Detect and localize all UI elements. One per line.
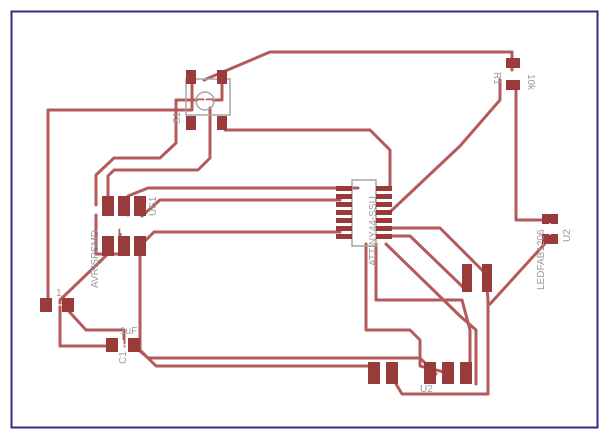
trace-led-to-cap [488, 236, 552, 306]
origin-mark [357, 206, 371, 220]
switch-pad [217, 70, 227, 84]
u1-pin [376, 186, 392, 191]
u1-pin [336, 234, 352, 239]
trace-u1-to-cap [384, 226, 488, 276]
isp-ref-label: US1 [148, 196, 159, 216]
header-pad [442, 362, 454, 384]
trace-j1-down [94, 213, 130, 256]
led: LEDFAB1206 U2 [536, 214, 573, 290]
isp-pad [118, 196, 130, 216]
board-outline [10, 10, 599, 429]
trace-u1-to-r-top [388, 78, 502, 214]
isp-part-label: AVRISPSMD [90, 230, 101, 288]
resistor-pad [462, 264, 472, 292]
switch-pad [217, 116, 227, 130]
capacitor-value: 1uF [120, 326, 137, 337]
trace-u1-to-u4-right [374, 242, 472, 376]
resistor-pad [62, 298, 74, 312]
header-bottom: U2 [368, 362, 472, 395]
header-pad [460, 362, 472, 384]
resistor-top-right: R1 10k [491, 58, 536, 91]
u1-part-label: ATTINY44-SSU [368, 196, 379, 266]
led-pad [542, 214, 558, 224]
trace-switch-to-u1 [223, 128, 392, 190]
origin-mark [118, 340, 128, 350]
u1-pin [376, 218, 392, 223]
microcontroller-u1: ATTINY44-SSU [336, 179, 392, 266]
header-pad [368, 362, 380, 384]
header-label: U2 [420, 384, 433, 395]
isp-pad [134, 236, 146, 256]
capacitor-label: C1 [118, 351, 129, 364]
switch-pad [186, 70, 196, 84]
resistor-pad [506, 58, 520, 68]
trace-r-to-led [514, 80, 550, 222]
u1-pin [376, 226, 392, 231]
resistor-pad [506, 80, 520, 90]
capacitor-pad [106, 338, 118, 352]
u1-pin [376, 194, 392, 199]
trace-u1-to-u4-far [384, 242, 478, 386]
trace-j1-to-r1 [46, 76, 194, 302]
trace-bottom-link [138, 348, 374, 376]
led-part-label: LEDFAB1206 [536, 229, 547, 290]
switch-pad [186, 116, 196, 130]
resistor-label: R1 [491, 72, 502, 85]
u1-pin [376, 202, 392, 207]
isp-pad [134, 196, 146, 216]
isp-pad [102, 196, 114, 216]
origin-mark [52, 300, 62, 310]
u1-pin [336, 210, 352, 215]
u1-pin [336, 218, 352, 223]
u1-pin [376, 234, 392, 239]
u1-pin [336, 194, 352, 199]
u1-pin [336, 202, 352, 207]
origin-mark [114, 219, 128, 233]
resistor-left-label: 1 [56, 288, 62, 299]
trace-switch-to-r1 [202, 50, 514, 82]
isp-pad [118, 236, 130, 256]
trace-u1-cap-low [384, 234, 468, 292]
origin-mark [406, 367, 420, 381]
capacitor-c1: 1uF C1 [106, 326, 140, 364]
trace-j1-to-u1-bottom [140, 230, 342, 246]
trace-r1-down [62, 304, 126, 348]
resistor-right [462, 264, 492, 292]
resistor-pad [482, 264, 492, 292]
u1-pin [376, 210, 392, 215]
header-pad [424, 362, 436, 384]
trace-switch-left [94, 76, 224, 207]
isp-pad [102, 236, 114, 256]
origin-mark [544, 223, 556, 235]
switch-body [185, 78, 231, 116]
capacitor-pad [128, 338, 140, 352]
traces [46, 50, 552, 396]
trace-r1-to-c1 [58, 248, 114, 348]
led-ref-label: U2 [562, 229, 573, 242]
switch-s1: S1 [172, 70, 231, 130]
switch-label: S1 [172, 111, 183, 124]
trace-switch-down [106, 106, 212, 207]
u1-pin [336, 186, 352, 191]
resistor-pad [40, 298, 52, 312]
origin-mark [198, 94, 212, 108]
isp-header-j1: AVRISPSMD US1 [90, 196, 159, 288]
resistor-left: 1 [40, 288, 74, 312]
u1-pin [336, 226, 352, 231]
resistor-value: 10k [525, 74, 536, 91]
header-pad [386, 362, 398, 384]
led-pad [542, 234, 558, 244]
switch-actuator [195, 91, 215, 111]
trace-j1-mid [140, 198, 342, 218]
